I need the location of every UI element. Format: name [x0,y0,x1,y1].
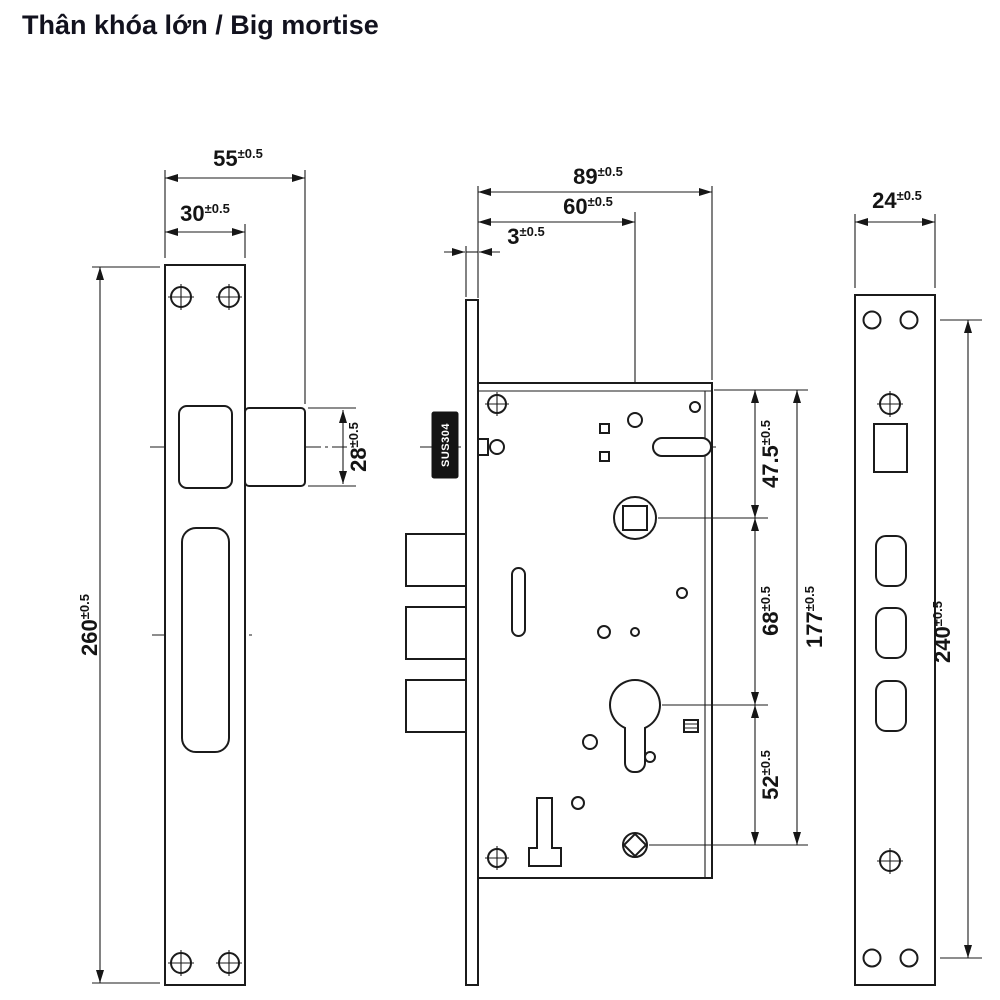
dim-89-label: 89±0.5 [573,164,623,189]
stop-lever-detail [528,797,562,867]
strike-screw-top [877,391,903,417]
mount-hole-top-left [862,310,882,330]
middle-view-dimensions: 89±0.5 60±0.5 3±0.5 47.5±0.5 68±0.5 52±0… [444,164,827,846]
case-inner-edge [478,390,712,877]
dim-52-label: 52±0.5 [758,750,783,800]
extension-lines [854,214,982,959]
small-hole-below-cylinder [644,751,656,763]
bolt-opening-1 [875,535,907,587]
bolt-opening-3 [875,680,907,732]
dim-177-label: 177±0.5 [802,586,827,648]
euro-cylinder-hole [609,679,661,773]
vent-square-detail [683,719,699,733]
dim-47-5-label: 47.5±0.5 [758,420,783,488]
hole-on-axis-top [627,412,643,428]
deadbolt-pin-1 [405,533,467,587]
small-hole-mid-right [676,587,688,599]
spindle-follower [613,496,657,540]
latch-pivot [477,438,505,456]
screw-head-bottom-left [168,950,194,976]
square-hole-2 [599,451,610,462]
screw-head-bottom-right [216,950,242,976]
page-title: Thân khóa lớn / Big mortise [22,10,379,40]
dim-240-label: 240±0.5 [930,601,955,663]
square-hole-1 [599,423,610,434]
latch-cutout [178,405,233,489]
case-screw-top-left [485,392,509,416]
extension-lines [92,170,356,984]
dim-30-label: 30±0.5 [180,201,230,226]
extension-lines [465,186,808,846]
deadbolt-cutout [181,527,230,753]
dim-24-label: 24±0.5 [872,188,922,213]
mount-hole-bottom-right [899,948,919,968]
screw-head-top-left [168,284,194,310]
left-view-faceplate [150,264,358,986]
small-hole-mid-2 [630,627,640,637]
lock-case-outline [477,382,713,879]
sus304-label: SUS304 [431,411,459,479]
dim-55-label: 55±0.5 [213,146,263,171]
small-hole-bottom [571,796,585,810]
latch-bolt-tab [244,407,306,487]
left-view-dimensions: 55±0.5 30±0.5 260±0.5 28±0.5 [77,146,371,984]
forend-strip [465,299,479,986]
dim-3-label: 3±0.5 [507,224,544,249]
dim-28-label: 28±0.5 [346,422,371,472]
middle-view-lock-body: SUS304 [405,212,716,986]
dim-68-label: 68±0.5 [758,586,783,636]
latch-slot [652,437,712,457]
right-view-dimensions: 24±0.5 240±0.5 [854,188,982,959]
small-hole-mid-1 [597,625,611,639]
deadbolt-pin-3 [405,679,467,733]
mount-hole-top-right [899,310,919,330]
small-hole-near-cylinder [582,734,598,750]
dim-60-label: 60±0.5 [563,194,613,219]
faceplate-outline [164,264,246,986]
bolt-opening-2 [875,607,907,659]
vertical-slot [511,567,526,637]
latch-opening [873,423,908,473]
right-view-strike-plate [854,294,936,986]
screw-head-top-right [216,284,242,310]
case-screw-bottom-left [485,846,509,870]
bottom-fixing-nut [622,832,648,858]
strike-screw-bottom [877,848,903,874]
dim-260-label: 260±0.5 [77,594,102,656]
material-label: SUS304 [440,423,452,467]
mount-hole-bottom-left [862,948,882,968]
deadbolt-pin-2 [405,606,467,660]
small-hole-top-right [689,401,701,413]
